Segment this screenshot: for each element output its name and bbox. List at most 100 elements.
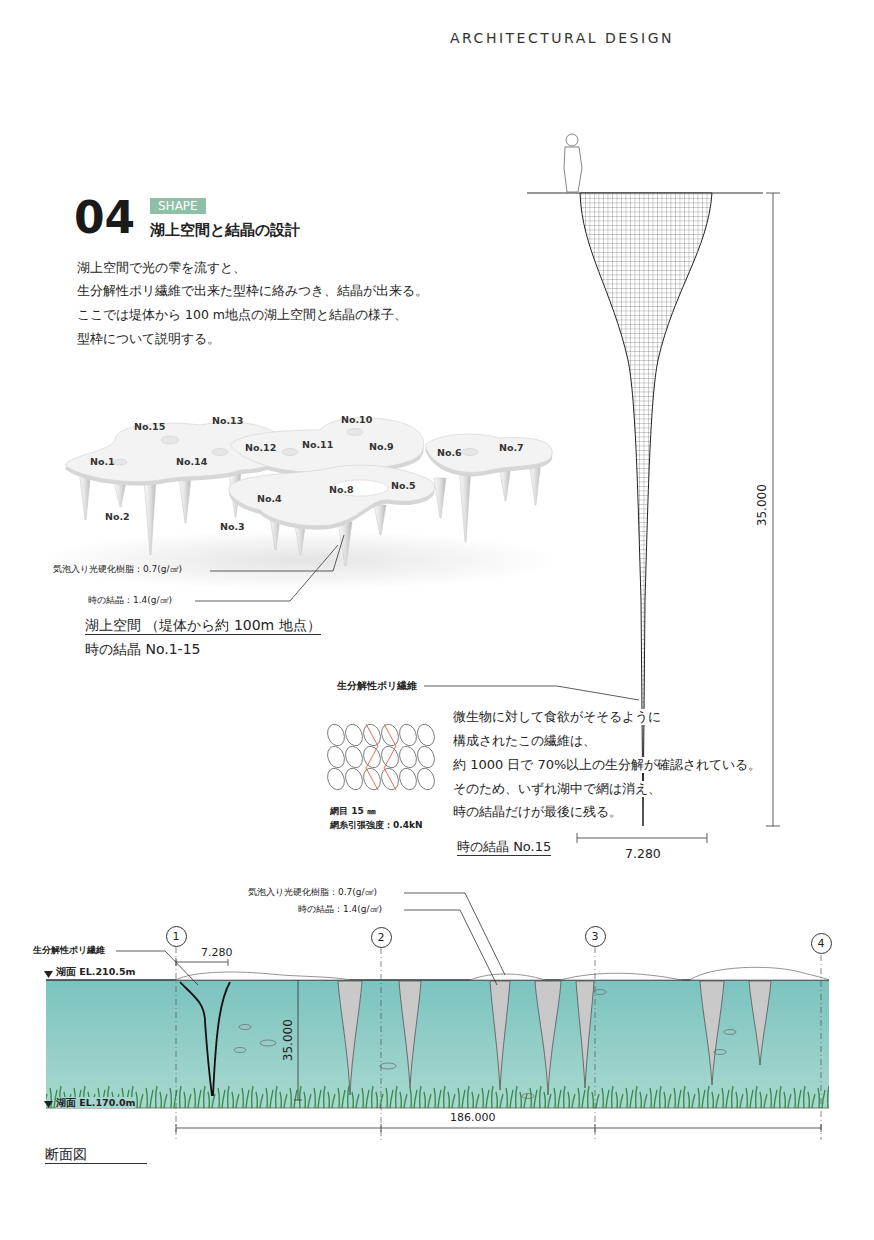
- leader-line: [195, 545, 338, 601]
- mesh-row: [325, 766, 438, 792]
- grid-bubble: 1: [166, 926, 187, 947]
- note-text: 約 1000 日で 70%以上の生分解が確認されている。: [453, 757, 761, 773]
- crystal-opening: [212, 449, 228, 456]
- crystal-number: No.12: [245, 442, 276, 453]
- figure-caption: 時の結晶 No.15: [457, 839, 551, 856]
- crystal-spike: [338, 522, 352, 566]
- body-text: 型枠について説明する。: [77, 331, 220, 346]
- crystal-number: No.3: [220, 521, 245, 532]
- resin-platforms: [65, 418, 552, 530]
- note-text: 構成されたこの繊維は、: [453, 733, 596, 749]
- dimension-tick: [176, 1124, 177, 1132]
- crystal-opening: [113, 459, 127, 465]
- material-label: 生分解性ポリ繊維: [33, 945, 105, 956]
- note-text: そのため、いずれ湖中で網は消え、: [453, 781, 661, 797]
- platform: [229, 465, 434, 526]
- crystal-number: No.5: [391, 480, 416, 491]
- crystal-number: No.6: [437, 447, 462, 458]
- dimension-tick: [766, 193, 780, 194]
- section-crystal: [399, 981, 421, 1088]
- crystal-spike: [114, 482, 126, 507]
- note-text: 微生物に対して食欲がそそるように: [453, 709, 661, 725]
- section-tag: SHAPE: [150, 198, 206, 214]
- crystal-spike: [374, 505, 386, 535]
- mesh-row: [325, 744, 438, 770]
- crystal-number: No.14: [176, 456, 207, 467]
- mesh-thread: [366, 724, 396, 790]
- level-marker: [44, 971, 53, 978]
- crystal-spike: [144, 480, 156, 555]
- body-text: 生分解性ポリ繊維で出来た型枠に絡みつき、結晶が出来る。: [77, 283, 428, 298]
- fiber-mesh-sketch: [325, 722, 438, 792]
- person-figure: [564, 134, 582, 192]
- dimension-line: [176, 1128, 821, 1129]
- dimension-line: [577, 838, 707, 839]
- spec-text: 網糸引張強度：0.4kN: [330, 820, 422, 831]
- crystal-opening: [282, 449, 298, 456]
- dimension-tick: [821, 1124, 822, 1132]
- dimension-tick: [294, 1100, 302, 1101]
- crystal-number: No.1: [90, 456, 115, 467]
- material-label: 気泡入り光硬化樹脂：0.7(g/㎤): [53, 564, 182, 575]
- page-title: 湖上空間と結晶の設計: [150, 221, 300, 239]
- grid-line: [821, 955, 822, 1140]
- dimension-tick: [381, 1124, 382, 1132]
- grid-number: 4: [818, 937, 825, 950]
- level-marker: [44, 1101, 53, 1108]
- note-text: 時の結晶だけが最後に残る。: [453, 804, 622, 820]
- crystal-spike: [459, 467, 471, 542]
- platform: [425, 434, 552, 472]
- fish-icon: [724, 1030, 736, 1035]
- material-label: 生分解性ポリ繊維: [337, 680, 417, 691]
- grid-bubble: 2: [371, 927, 392, 948]
- section-crystal: [749, 981, 771, 1065]
- level-text: 湖面 EL.170.0m: [56, 1097, 135, 1108]
- fish-icon: [234, 1048, 246, 1053]
- lake-bottom: [46, 1108, 829, 1109]
- crystal-funnel: [580, 193, 712, 826]
- crystal-number: No.15: [134, 421, 165, 432]
- grid-lines: [176, 947, 821, 1140]
- section-crystal: [490, 981, 510, 1090]
- dimension-text: 35.000: [281, 1019, 295, 1061]
- dimension-tick: [707, 833, 708, 843]
- figure-caption: 時の結晶 No.1-15: [85, 641, 200, 658]
- section-number: 04: [74, 196, 135, 240]
- leader-line: [210, 535, 344, 571]
- crystal-opening: [462, 449, 478, 456]
- material-label: 時の結晶：1.4(g/㎤): [88, 595, 172, 606]
- level-markers: [44, 971, 53, 1108]
- crystal-spike: [434, 478, 446, 518]
- crystal-number: No.2: [105, 511, 130, 522]
- crystal-number: No.11: [302, 439, 333, 450]
- body-text: ここでは堤体から 100 m地点の湖上空間と結晶の様子、: [77, 307, 407, 322]
- spec-text: 網目 15 ㎜: [330, 806, 376, 817]
- platform: [65, 422, 289, 481]
- crystal-number: No.10: [341, 414, 372, 425]
- section-crystal: [700, 981, 724, 1085]
- fish-icon: [260, 1040, 276, 1046]
- dimension-tick: [766, 826, 780, 827]
- mesh-row: [325, 722, 438, 748]
- section-crystals: [338, 981, 771, 1095]
- lake-weeds: [46, 1084, 829, 1108]
- dimension-text: 7.280: [199, 946, 235, 959]
- page-header: ARCHITECTURAL DESIGN: [450, 30, 674, 47]
- grid-line: [595, 947, 596, 1140]
- resin-cap: [176, 972, 350, 980]
- fish-icon: [239, 1025, 251, 1030]
- resin-cap: [690, 967, 829, 980]
- crystal-spike: [179, 478, 191, 523]
- material-label: 気泡入り光硬化樹脂：0.7(g/㎤): [248, 887, 377, 898]
- fish-icon: [522, 1094, 534, 1099]
- leader-line: [404, 893, 505, 975]
- figure-caption: 湖上空間 （堤体から約 100m 地点）: [85, 617, 321, 635]
- tag-text: SHAPE: [158, 199, 198, 213]
- crystal-opening: [161, 436, 179, 444]
- resin-cap: [470, 974, 545, 980]
- level-text: 湖面 EL.210.5m: [56, 966, 135, 977]
- crystal-number: No.7: [499, 442, 524, 453]
- figure-caption: 断面図: [45, 1146, 147, 1164]
- fish: [234, 990, 736, 1099]
